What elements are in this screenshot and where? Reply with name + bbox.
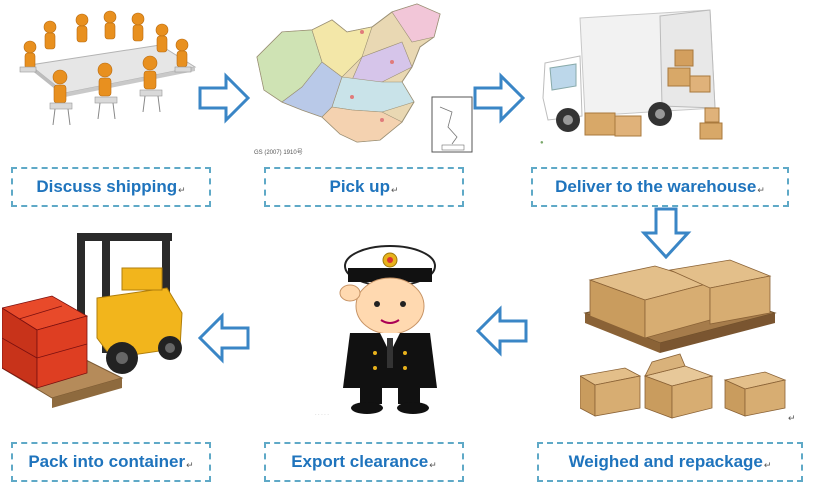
officer-watermark: · · · · · bbox=[315, 412, 329, 418]
arrow-right-1 bbox=[198, 72, 250, 124]
step-label-deliver-warehouse: Deliver to the warehouse↵ bbox=[531, 167, 789, 207]
step-label-pack-container: Pack into container↵ bbox=[11, 442, 211, 482]
step-label-weighed-repackage: Weighed and repackage↵ bbox=[537, 442, 803, 482]
meeting-table-icon bbox=[19, 10, 197, 126]
step-label-pick-up: Pick up↵ bbox=[264, 167, 464, 207]
map-caption: GS (2007) 1910号 bbox=[254, 149, 303, 156]
step-label-export-clearance: Export clearance↵ bbox=[264, 442, 464, 482]
arrow-left-2 bbox=[198, 312, 250, 364]
truck-watermark: ● bbox=[540, 140, 544, 146]
delivery-truck-icon: ● ↵ bbox=[540, 9, 723, 146]
step-label-discuss-shipping: Discuss shipping↵ bbox=[11, 167, 211, 207]
china-map-icon: GS (2007) 1910号 bbox=[254, 3, 473, 156]
boxes-return-mark: ↵ bbox=[788, 413, 796, 423]
customs-officer-icon: · · · · · bbox=[315, 245, 437, 418]
arrow-left-1 bbox=[476, 305, 528, 357]
arrow-right-2 bbox=[473, 72, 525, 124]
forklift-icon bbox=[2, 233, 183, 408]
cardboard-boxes-icon: ↵ bbox=[580, 259, 796, 423]
arrow-down bbox=[640, 207, 692, 259]
